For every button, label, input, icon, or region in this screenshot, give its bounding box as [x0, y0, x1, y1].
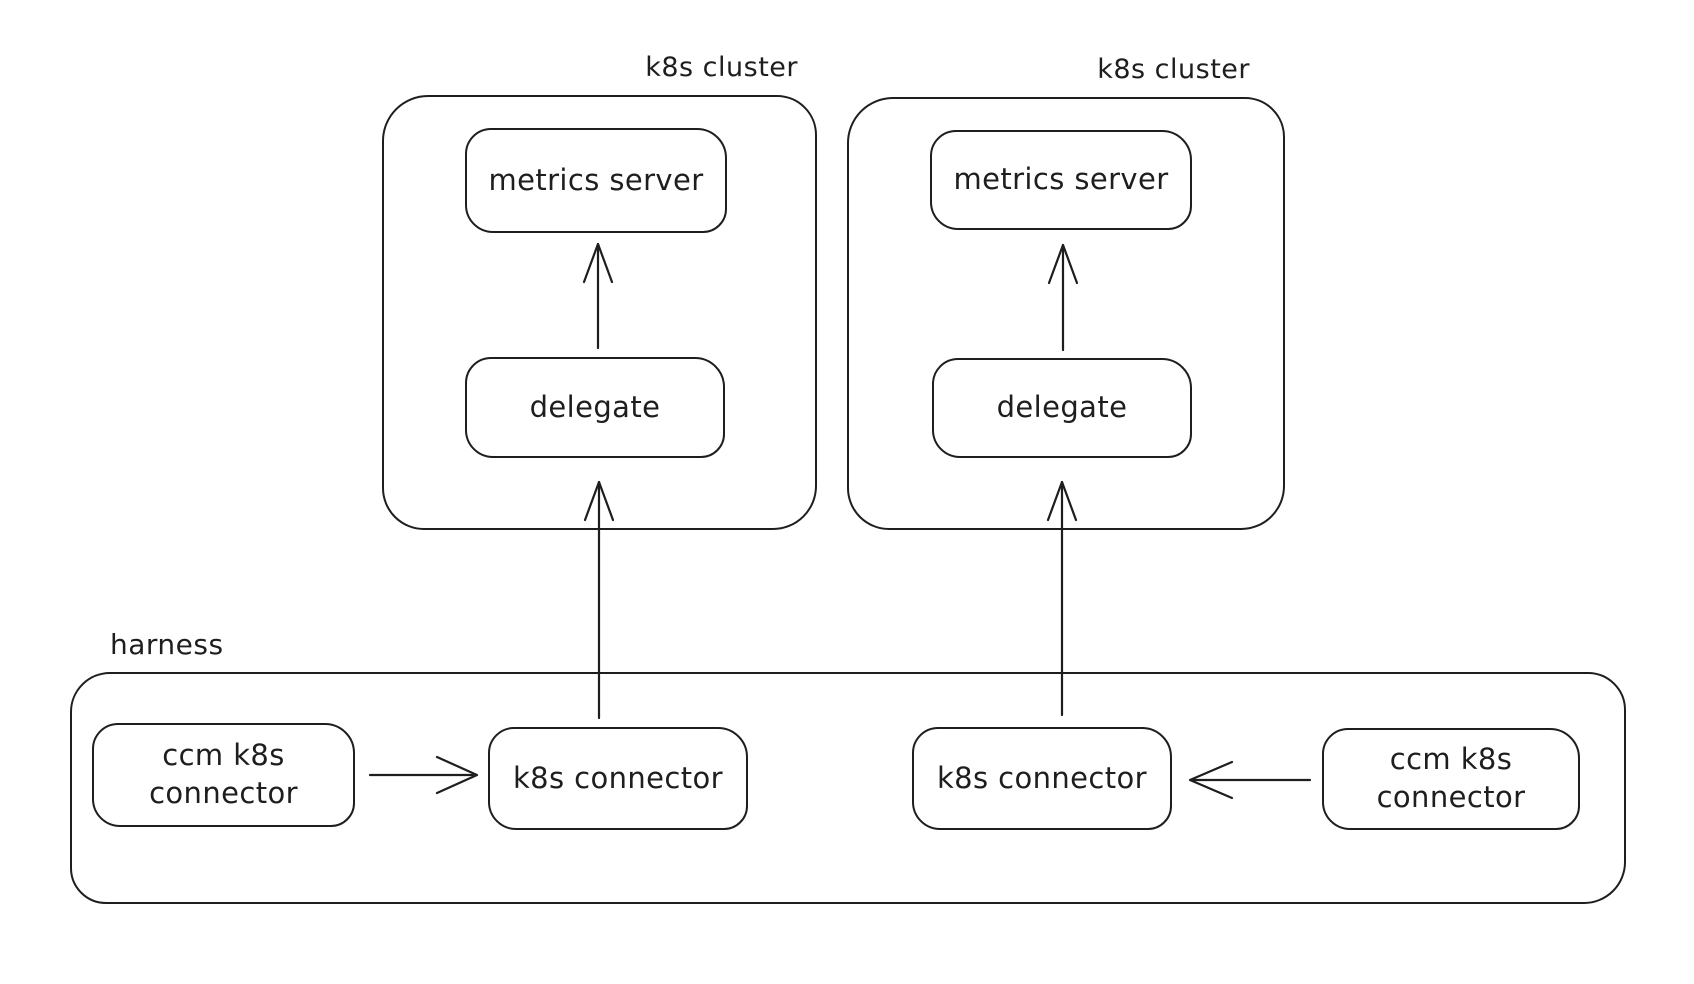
ccm-k8s-connector-node-left: ccm k8s connector [92, 723, 355, 827]
k8s-connector-node-right: k8s connector [912, 727, 1172, 830]
harness-label: harness [110, 628, 224, 661]
delegate-node-right: delegate [932, 358, 1192, 458]
metrics-server-node-right: metrics server [930, 130, 1192, 230]
cluster-label-right: k8s cluster [1097, 54, 1250, 85]
ccm-k8s-connector-node-right: ccm k8s connector [1322, 728, 1580, 830]
k8s-connector-node-left: k8s connector [488, 727, 748, 830]
harness-box [70, 672, 1626, 904]
cluster-box-right [847, 97, 1285, 530]
delegate-node-left: delegate [465, 357, 725, 458]
cluster-label-left: k8s cluster [645, 52, 798, 83]
metrics-server-node-left: metrics server [465, 128, 727, 233]
